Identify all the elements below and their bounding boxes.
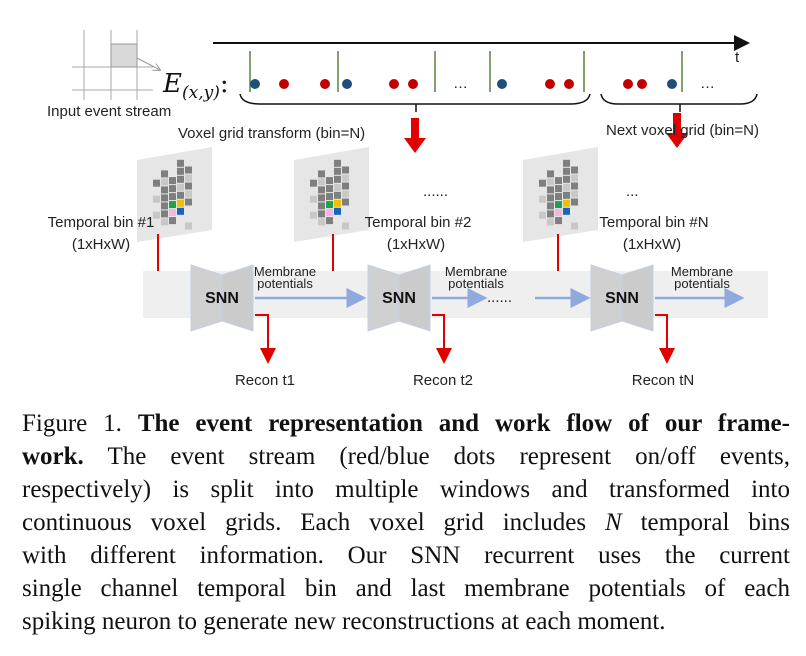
- caption-text: The event stream (red/blue dots represen…: [83, 443, 790, 470]
- event-ellipsis-next: …: [700, 75, 715, 92]
- off-event-dot: [497, 79, 507, 89]
- caption-text: single channel temporal bin and last mem…: [22, 575, 790, 602]
- framework-diagram: Input event stream t E(x,y): … … Voxel g…: [47, 30, 768, 389]
- on-event-dot: [320, 79, 330, 89]
- voxel-transform-arrow-icon: [404, 118, 426, 153]
- snn-block-2: SNN: [367, 264, 452, 364]
- event-ellipsis: …: [453, 75, 468, 92]
- svg-text:potentials: potentials: [674, 276, 730, 291]
- svg-text:Temporal bin #N: Temporal bin #N: [599, 214, 708, 231]
- svg-text:(1xHxW): (1xHxW): [72, 236, 130, 253]
- on-event-dot: [389, 79, 399, 89]
- on-event-dot: [279, 79, 289, 89]
- temporal-bin-label-n: Temporal bin #N (1xHxW): [599, 214, 708, 253]
- event-stream: [249, 51, 683, 92]
- snn-block-3: SNN: [590, 264, 675, 364]
- svg-text:potentials: potentials: [448, 276, 504, 291]
- on-event-dot: [408, 79, 418, 89]
- snn-label: SNN: [205, 290, 239, 307]
- bin-gap-dots: ......: [423, 183, 448, 200]
- recon-output-arrow: [655, 314, 675, 364]
- svg-text:Membrane: Membrane: [445, 264, 507, 279]
- caption-prefix: Figure 1.: [22, 410, 138, 437]
- svg-text:(1xHxW): (1xHxW): [387, 236, 445, 253]
- window-brace: [239, 93, 591, 105]
- next-voxel-arrow-icon: [666, 113, 688, 148]
- caption-title: The event representation and work flow o…: [137, 410, 790, 437]
- membrane-label-3: Membrane potentials: [671, 264, 733, 291]
- figure-caption: Figure 1. The event representation and w…: [22, 407, 790, 638]
- off-event-dot: [250, 79, 260, 89]
- temporal-bin-panel-3: [523, 147, 598, 291]
- svg-text:Membrane: Membrane: [671, 264, 733, 279]
- time-axis-label: t: [735, 49, 740, 66]
- next-voxel-label: Next voxel grid (bin=N): [606, 122, 759, 139]
- snn-label: SNN: [605, 290, 639, 307]
- pixel-grid-icon: [72, 30, 160, 100]
- on-event-dot: [637, 79, 647, 89]
- recon-label-n: Recon tN: [632, 372, 695, 389]
- recon-label-1: Recon t1: [235, 372, 295, 389]
- chain-dots: ......: [487, 289, 512, 306]
- caption-text: with different information. Our SNN recu…: [22, 542, 790, 569]
- snn-label: SNN: [382, 290, 416, 307]
- bin-gap-dots-2: ...: [626, 183, 639, 200]
- membrane-label-2: Membrane potentials: [445, 264, 507, 291]
- input-event-stream-label: Input event stream: [47, 103, 171, 120]
- snn-block-1: SNN: [190, 264, 276, 364]
- svg-text:Temporal bin #1: Temporal bin #1: [48, 214, 155, 231]
- off-event-dot: [667, 79, 677, 89]
- voxel-transform-label: Voxel grid transform (bin=N): [178, 125, 365, 142]
- caption-text: spiking neuron to generate new reconstru…: [22, 608, 666, 635]
- caption-title-end: work.: [22, 443, 84, 470]
- membrane-label-1: Membrane potentials: [254, 264, 316, 291]
- on-event-dot: [545, 79, 555, 89]
- temporal-bin-panel-2: [294, 147, 369, 291]
- on-event-dot: [564, 79, 574, 89]
- off-event-dot: [342, 79, 352, 89]
- recon-output-arrow: [432, 314, 452, 364]
- svg-text:(1xHxW): (1xHxW): [623, 236, 681, 253]
- caption-text: continuous voxel grids. Each voxel grid …: [22, 509, 605, 536]
- temporal-bin-label-1: Temporal bin #1 (1xHxW): [48, 214, 155, 253]
- temporal-bin-label-2: Temporal bin #2 (1xHxW): [365, 214, 472, 253]
- svg-text:potentials: potentials: [257, 276, 313, 291]
- recon-output-arrow: [255, 314, 276, 364]
- next-window-brace: [600, 93, 758, 105]
- recon-label-2: Recon t2: [413, 372, 473, 389]
- on-event-dot: [623, 79, 633, 89]
- svg-text:Temporal bin #2: Temporal bin #2: [365, 214, 472, 231]
- caption-text: temporal bins: [621, 509, 791, 536]
- event-symbol: E(x,y):: [162, 69, 229, 103]
- svg-text:Membrane: Membrane: [254, 264, 316, 279]
- caption-text: respectively) is split into multiple win…: [22, 476, 790, 503]
- caption-variable: N: [604, 509, 622, 536]
